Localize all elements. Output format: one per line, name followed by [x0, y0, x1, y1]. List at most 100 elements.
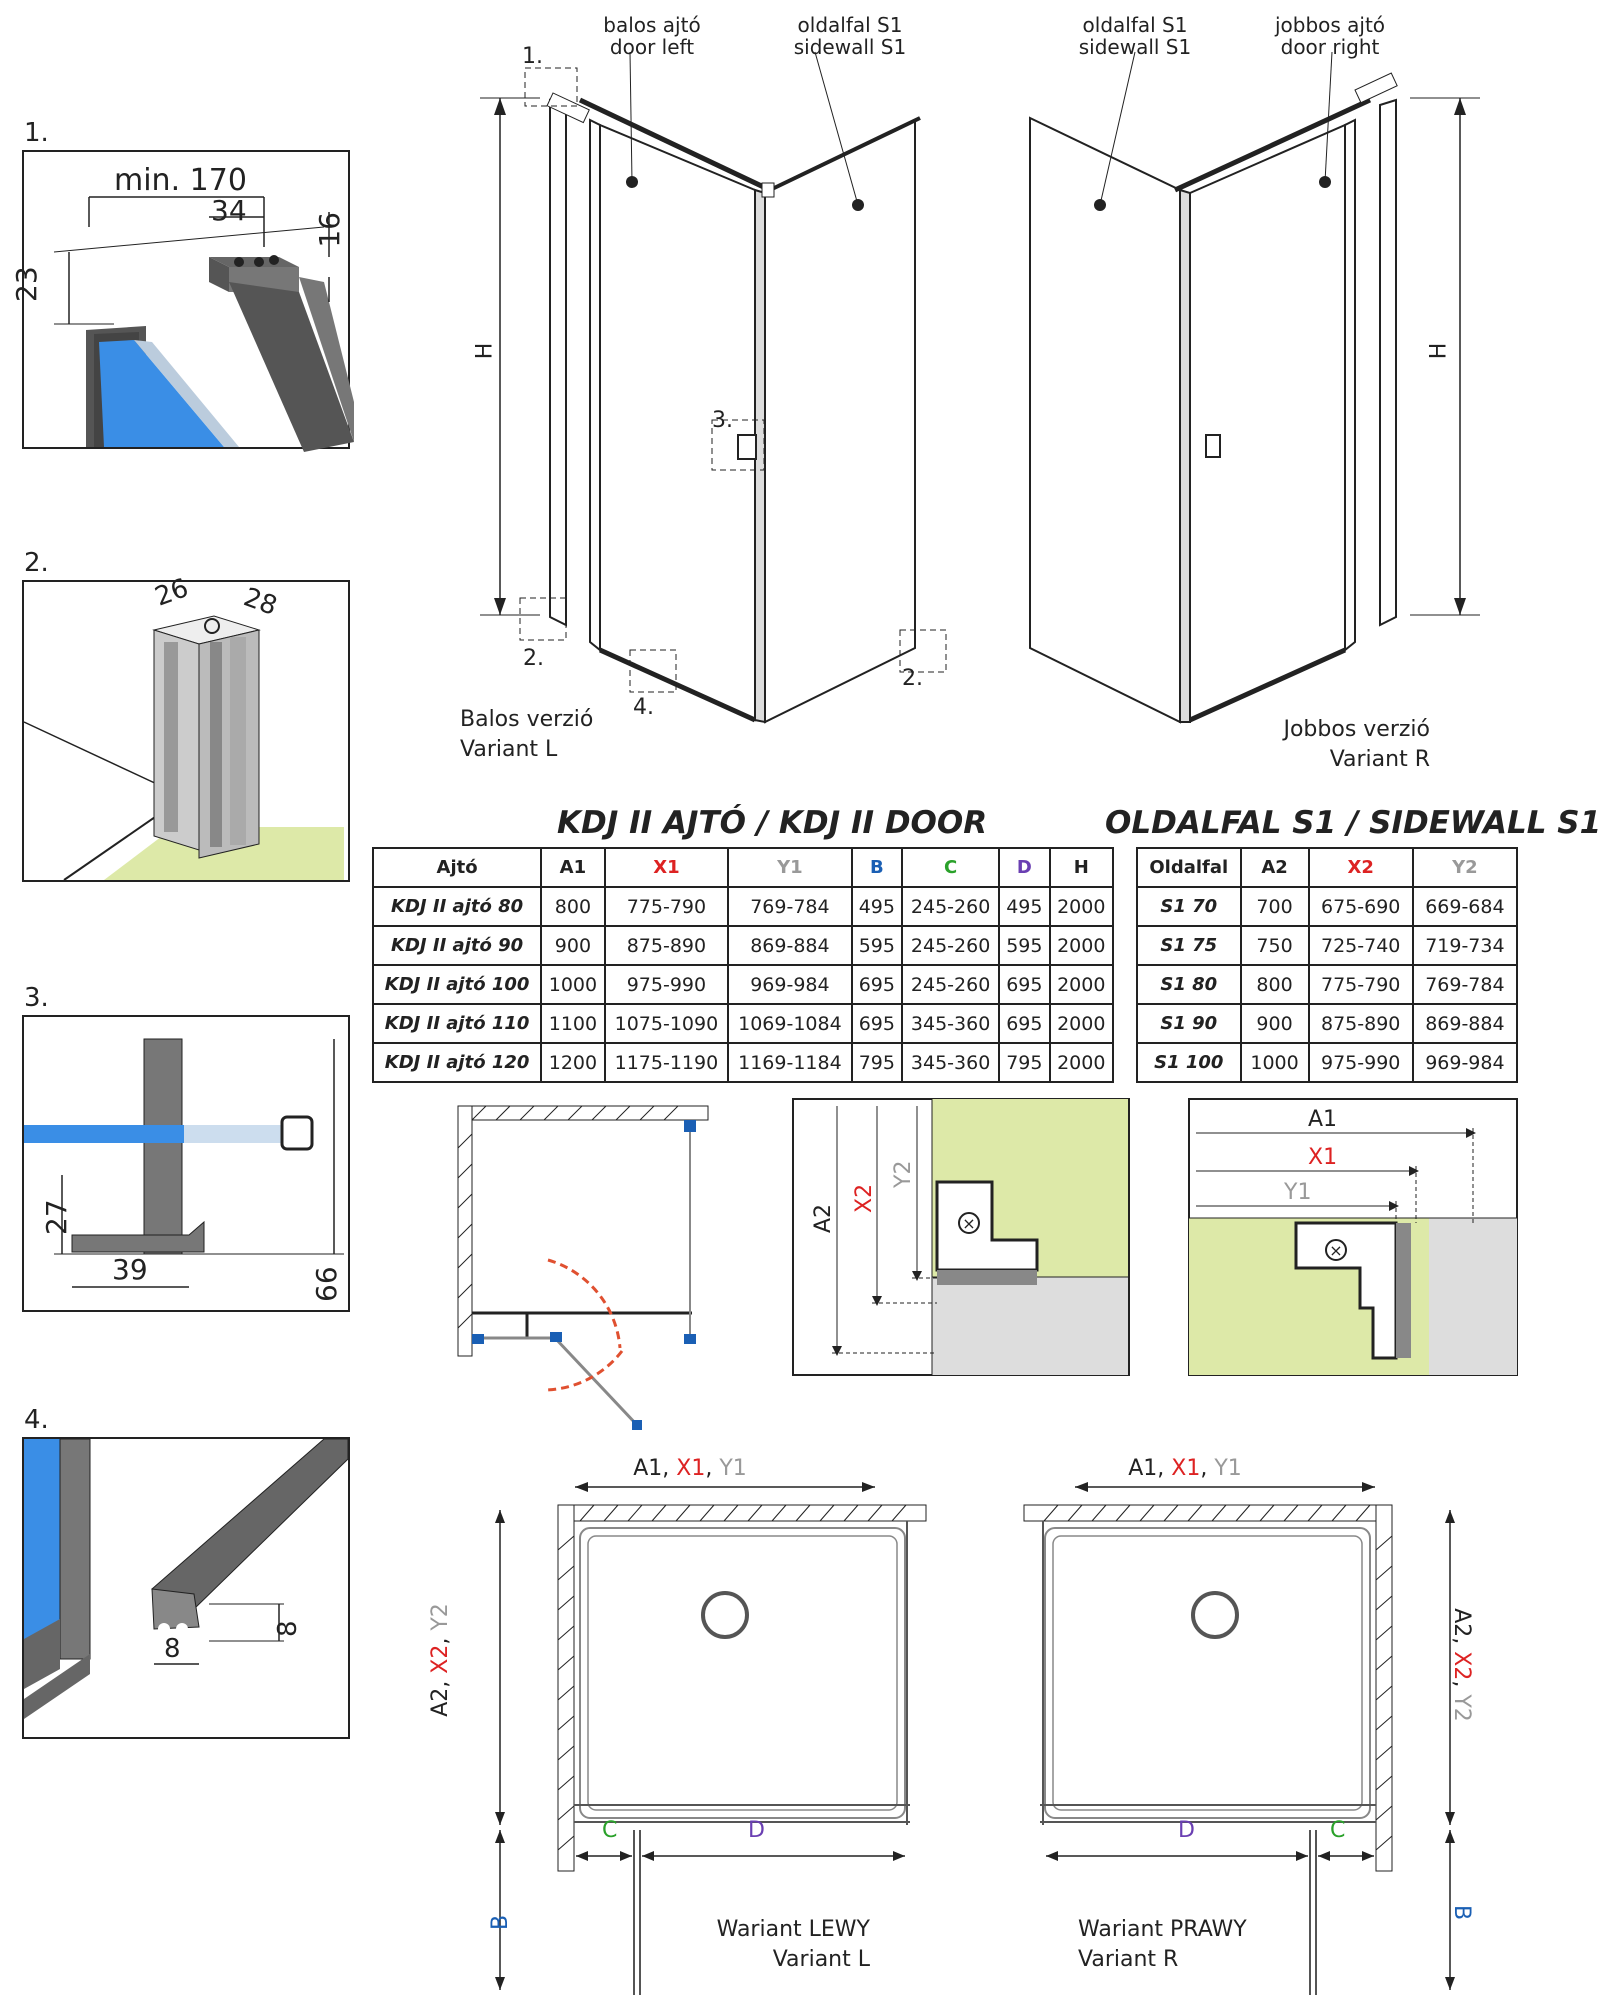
plan-left-d-label: D [748, 1818, 765, 1843]
door-th-x1: X1 [603, 847, 730, 888]
detail-4-dim-8a: 8 [273, 1620, 303, 1637]
door-th-c: C [900, 847, 1001, 888]
door-table-row-cell: 695 [998, 964, 1051, 1005]
door-table-row-cell: 595 [998, 925, 1051, 966]
door-table-row-cell: 345-360 [900, 1003, 1001, 1044]
elevation-left-callout-2a: 2. [523, 646, 544, 671]
detail-3-dim-66: 66 [310, 1266, 343, 1302]
elevation-right-h-label: H [1426, 342, 1452, 360]
wall-table-row-cell: S1 80 [1136, 964, 1242, 1005]
corner-top-a1: A1 [1308, 1107, 1337, 1132]
wall-table-row-cell: 1000 [1239, 1042, 1310, 1083]
door-table-row-cell: 2000 [1048, 925, 1114, 966]
plan-right-top-dim: A1, X1, Y1 [1128, 1456, 1242, 1481]
wall-table-row-cell: 875-890 [1307, 1003, 1414, 1044]
door-table-row-cell: KDJ II ajtó 120 [371, 1042, 543, 1083]
wall-th-x2: X2 [1307, 847, 1414, 888]
door-table-row-cell: KDJ II ajtó 90 [371, 925, 543, 966]
wall-table-title: OLDALFAL S1 / SIDEWALL S1 [1105, 805, 1601, 841]
door-table-row-cell: 1069-1084 [727, 1003, 853, 1044]
wall-table-row-cell: 725-740 [1307, 925, 1414, 966]
wall-table-row-cell: S1 75 [1136, 925, 1242, 966]
elevation-left-callout-4: 4. [633, 695, 654, 720]
plan-left-c-label: C [602, 1818, 618, 1843]
door-th-b: B [850, 847, 903, 888]
detail-3-dim-39: 39 [112, 1253, 148, 1286]
corner-top-y1: Y1 [1283, 1180, 1311, 1205]
door-table-row-cell: 900 [540, 925, 606, 966]
door-table-row-cell: KDJ II ajtó 80 [371, 886, 543, 927]
detail-4-panel: 8 8 [22, 1437, 350, 1739]
door-table-row-cell: 245-260 [900, 925, 1001, 966]
wall-table-row-cell: 975-990 [1307, 1042, 1414, 1083]
wall-th-y2: Y2 [1411, 847, 1519, 888]
wall-table-row-cell: 700 [1239, 886, 1310, 927]
door-th-h: H [1048, 847, 1114, 888]
door-table-row-cell: 2000 [1048, 1003, 1114, 1044]
detail-1-dim-16: 16 [313, 212, 346, 248]
door-table-row-cell: 495 [998, 886, 1051, 927]
door-table-row-cell: 795 [998, 1042, 1051, 1083]
corner-side-a2: A2 [811, 1204, 836, 1233]
door-table-row-cell: 969-984 [727, 964, 853, 1005]
detail-2-dim-28: 28 [240, 582, 281, 622]
door-table-row-cell: 775-790 [603, 886, 730, 927]
wall-table-row-cell: 800 [1239, 964, 1310, 1005]
wall-table-row-cell: 775-790 [1307, 964, 1414, 1005]
detail-2-number: 2. [24, 548, 49, 578]
detail-1-dim-34: 34 [211, 194, 247, 227]
door-table-row-cell: 1175-1190 [603, 1042, 730, 1083]
wall-table-row-cell: S1 90 [1136, 1003, 1242, 1044]
wall-th-a2: A2 [1239, 847, 1310, 888]
door-table-row-cell: 1000 [540, 964, 606, 1005]
wall-table-row-cell: 900 [1239, 1003, 1310, 1044]
elevation-left-callout-2b: 2. [902, 666, 923, 691]
wall-table-row-cell: S1 100 [1136, 1042, 1242, 1083]
detail-1-panel: min. 170 34 16 23 [10, 150, 354, 452]
detail-2-panel: 26 28 [22, 573, 350, 882]
svg-text:×: × [1329, 1241, 1342, 1260]
detail-4-drawing: 8 8 [24, 1438, 349, 1719]
corner-detail-side: × A2 X2 Y2 [792, 1098, 1130, 1376]
door-table-row-cell: 2000 [1048, 964, 1114, 1005]
wall-table-header: Oldalfal A2 X2 Y2 [1136, 847, 1519, 888]
detail-4-number: 4. [24, 1405, 49, 1435]
wall-table-row-cell: 750 [1239, 925, 1310, 966]
door-table-row-cell: 1075-1090 [603, 1003, 730, 1044]
door-table-row-cell: 869-884 [727, 925, 853, 966]
wall-table-row-cell: 869-884 [1411, 1003, 1519, 1044]
door-table-row-cell: 695 [850, 964, 903, 1005]
elevation-left-drawing [480, 51, 947, 724]
door-table-row-cell: 875-890 [603, 925, 730, 966]
door-table-row-cell: 1100 [540, 1003, 606, 1044]
wall-table-row-cell: 719-734 [1411, 925, 1519, 966]
door-table-row-cell: 2000 [1048, 1042, 1114, 1083]
detail-3-drawing: 27 39 66 [24, 1038, 344, 1302]
elevation-left-h-label: H [472, 342, 498, 360]
plan-right-drawing [1023, 1482, 1455, 1995]
corner-detail-top: × A1 X1 Y1 [1188, 1098, 1518, 1376]
door-table-row-cell: 345-360 [900, 1042, 1001, 1083]
wall-table-row-cell: 969-984 [1411, 1042, 1519, 1083]
detail-4-dim-8b: 8 [164, 1634, 181, 1664]
elevation-left-callout-1: 1. [522, 44, 543, 69]
door-table-title: KDJ II AJTÓ / KDJ II DOOR [557, 805, 988, 841]
plan-left-drawing [495, 1482, 927, 1995]
door-table-row-cell: KDJ II ajtó 110 [371, 1003, 543, 1044]
door-table-header: Ajtó A1 X1 Y1 B C D H [371, 847, 1114, 888]
door-table-row-cell: 695 [998, 1003, 1051, 1044]
